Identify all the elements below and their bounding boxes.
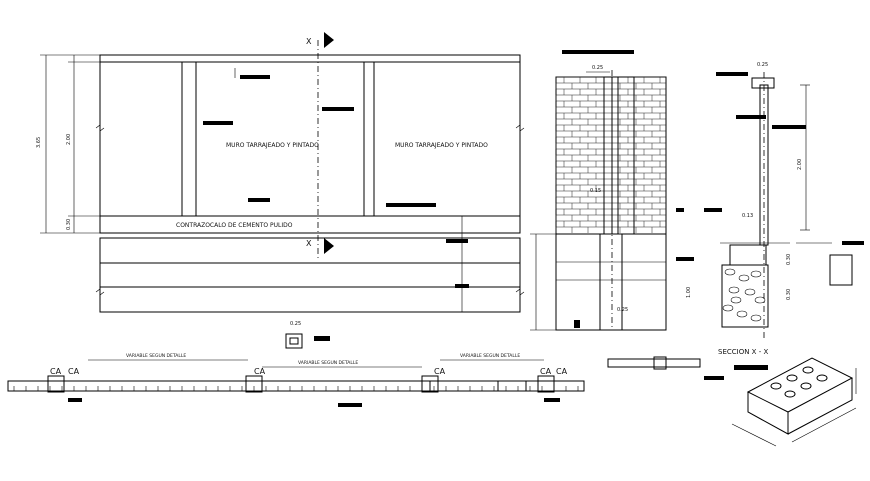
stone bbox=[744, 288, 756, 296]
section-mark-top: X bbox=[306, 37, 312, 46]
stone-fill bbox=[722, 268, 766, 322]
ca-label-6: CA bbox=[556, 367, 568, 376]
stone bbox=[722, 304, 734, 312]
section-xx: 2.00 0.25 0.13 0.30 0.30 SECCION X - X bbox=[716, 62, 864, 370]
brick-wall-section: 0.25 0.15 0.25 1.00 bbox=[530, 50, 722, 331]
brick-dim-inner: 0.15 bbox=[590, 188, 601, 194]
brick-dim-footing: 1.00 bbox=[686, 287, 692, 298]
plan-strip: CA CA CA CA CA CA VARIABLE SEGUN DETALLE… bbox=[7, 321, 724, 407]
plinth-note: CONTRAZOCALO DE CEMENTO PULIDO bbox=[176, 222, 293, 229]
stone bbox=[736, 310, 748, 318]
dim-mid-label: 2.00 bbox=[66, 134, 72, 145]
dim-total-label: 3.65 bbox=[36, 137, 42, 148]
column-dim: 0.25 bbox=[290, 321, 301, 327]
stone bbox=[728, 286, 740, 294]
plan-note-right: VARIABLE SEGUN DETALLE bbox=[460, 353, 520, 359]
ca-label-4: CA bbox=[434, 367, 446, 376]
wall-note-right: MURO TARRAJEADO Y PINTADO bbox=[395, 142, 488, 149]
brick-dim-bottom: 0.25 bbox=[617, 307, 628, 313]
stone bbox=[738, 274, 750, 282]
section-arrow-top bbox=[324, 32, 334, 48]
xx-dim-height: 2.00 bbox=[797, 159, 803, 170]
stone bbox=[750, 314, 762, 322]
stone bbox=[750, 270, 762, 278]
dim-bottom-label: 0.30 bbox=[66, 219, 72, 230]
xx-dim-inner: 0.13 bbox=[742, 213, 753, 219]
stone bbox=[754, 296, 766, 304]
plan-ticks bbox=[13, 386, 579, 391]
ca-label-2: CA bbox=[68, 367, 80, 376]
xx-dim-top: 0.25 bbox=[757, 62, 768, 68]
section-mark-bottom: X bbox=[306, 239, 312, 248]
xx-dim-left2: 0.30 bbox=[786, 289, 792, 300]
ca-label-5: CA bbox=[540, 367, 552, 376]
ca-label-3: CA bbox=[254, 367, 266, 376]
section-xx-title: SECCION X - X bbox=[718, 348, 768, 356]
stone bbox=[724, 268, 736, 276]
stone bbox=[730, 296, 742, 304]
wall-note-center: MURO TARRAJEADO Y PINTADO bbox=[226, 142, 319, 149]
wall-elevation: 3.65 2.00 0.30 MURO TARRAJEADO Y PINTADO… bbox=[36, 32, 525, 313]
hollow-brick-isometric bbox=[731, 357, 857, 447]
section-arrow-bottom bbox=[324, 238, 334, 254]
xx-dim-left1: 0.30 bbox=[786, 254, 792, 265]
plan-note-left: VARIABLE SEGUN DETALLE bbox=[126, 353, 186, 359]
plan-note-mid: VARIABLE SEGUN DETALLE bbox=[298, 360, 358, 366]
brick-pattern bbox=[555, 76, 666, 233]
ca-label-1: CA bbox=[50, 367, 62, 376]
brick-dim-top: 0.25 bbox=[592, 65, 603, 71]
